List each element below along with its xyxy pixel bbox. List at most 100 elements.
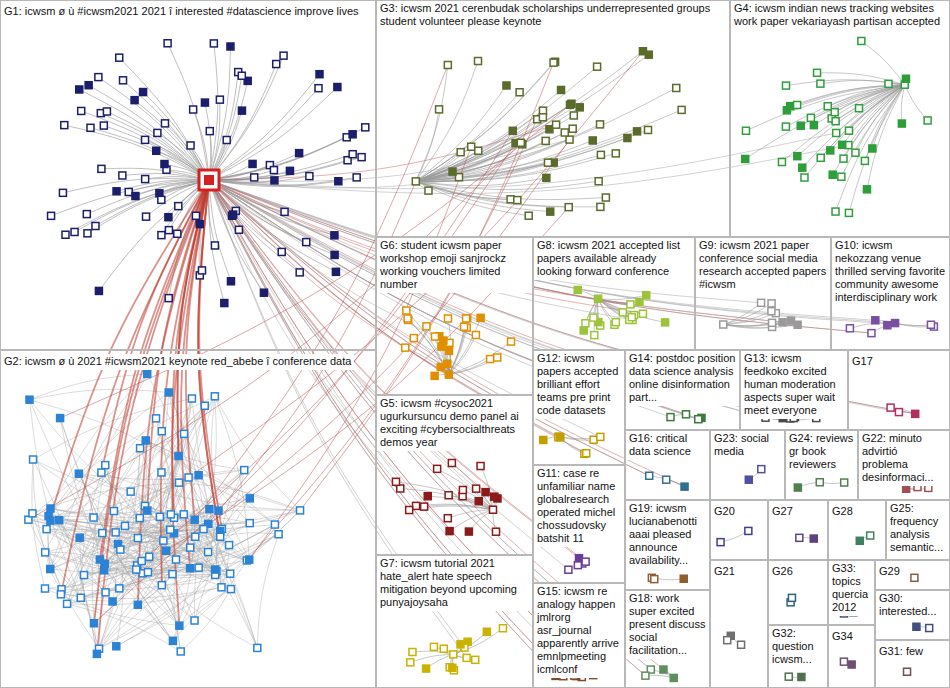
vertex — [158, 582, 165, 589]
network-edge — [905, 85, 928, 121]
group-box: G25: frequency analysis semantic... — [886, 500, 950, 560]
vertex — [158, 469, 165, 476]
network-edge — [49, 516, 106, 592]
vertex — [153, 415, 160, 422]
network-edge — [60, 105, 570, 418]
group-box: G19: icwsm lucianabenotti aaai pleased a… — [625, 500, 710, 590]
vertex — [463, 654, 470, 661]
vertex — [188, 395, 195, 402]
vertex — [858, 37, 865, 44]
vertex — [580, 327, 587, 334]
group-box: G15: icwsm re analogy happen jmlrorg asr… — [533, 583, 625, 688]
vertex — [187, 544, 194, 551]
network-edge — [136, 537, 220, 570]
vertex — [246, 556, 253, 563]
vertex — [119, 172, 126, 179]
network-edge — [209, 180, 586, 562]
vertex — [200, 526, 207, 533]
vertex — [482, 489, 489, 496]
vertex — [769, 319, 776, 326]
vertex — [103, 108, 110, 115]
vertex — [113, 643, 120, 650]
vertex — [30, 456, 37, 463]
network-edge — [209, 180, 783, 418]
group-title: G3: icwsm 2021 cerenbudak scholarships u… — [377, 1, 729, 30]
vertex — [174, 230, 181, 237]
vertex — [544, 159, 551, 166]
vertex — [158, 232, 165, 239]
vertex — [158, 428, 165, 435]
vertex — [446, 347, 453, 354]
network-edge — [215, 510, 300, 574]
vertex — [95, 287, 102, 294]
vertex — [223, 136, 230, 143]
vertex — [758, 466, 765, 473]
network-edge — [94, 131, 513, 623]
vertex — [143, 213, 150, 220]
network-edge — [61, 529, 204, 594]
vertex — [783, 107, 790, 114]
vertex — [543, 174, 550, 181]
vertex — [142, 176, 149, 183]
network-edge — [209, 145, 848, 193]
vertex — [867, 532, 874, 539]
vertex — [227, 570, 234, 577]
network-edge — [50, 509, 147, 514]
vertex — [423, 665, 430, 672]
vertex — [492, 528, 499, 535]
vertex — [185, 474, 192, 481]
vertex — [444, 515, 451, 522]
vertex — [412, 178, 419, 185]
vertex — [127, 488, 134, 495]
group-box: G4: icwsm indian news tracking websites … — [730, 0, 950, 237]
vertex — [71, 228, 78, 235]
network-edge — [137, 531, 220, 565]
vertex — [646, 472, 653, 479]
vertex — [100, 122, 107, 129]
vertex — [176, 479, 183, 486]
vertex — [116, 54, 123, 61]
network-edge — [209, 133, 836, 189]
network-edge — [107, 111, 209, 180]
network-edge — [149, 557, 194, 621]
network-edge — [67, 587, 221, 604]
vertex — [796, 534, 803, 541]
vertex — [778, 159, 785, 166]
group-box: G20 — [710, 500, 768, 560]
vertex — [76, 86, 83, 93]
vertex — [887, 404, 894, 411]
network-edge — [33, 399, 192, 460]
network-edge — [94, 518, 180, 626]
vertex — [413, 502, 420, 509]
vertex — [782, 123, 789, 130]
network-edge — [205, 103, 211, 180]
vertex — [238, 107, 245, 114]
vertex — [904, 668, 911, 675]
vertex — [251, 174, 258, 181]
vertex — [468, 143, 475, 150]
vertex — [624, 135, 631, 142]
vertex — [473, 485, 480, 492]
network-edge — [416, 181, 529, 215]
vertex — [409, 649, 416, 656]
network-edge — [861, 41, 904, 85]
network-edge — [32, 513, 99, 648]
vertex — [195, 472, 202, 479]
network-edge — [32, 483, 179, 514]
vertex — [165, 227, 172, 234]
vertex — [525, 212, 532, 219]
vertex — [169, 637, 176, 644]
network-edge — [209, 64, 276, 180]
vertex — [206, 506, 213, 513]
network-edge — [300, 63, 553, 511]
vertex — [297, 507, 304, 514]
vertex — [77, 594, 84, 601]
vertex — [872, 317, 879, 324]
vertex — [424, 493, 431, 500]
vertex — [403, 307, 410, 314]
vertex — [742, 155, 749, 162]
vertex — [425, 187, 432, 194]
vertex — [832, 208, 839, 215]
vertex — [241, 467, 248, 474]
vertex — [446, 528, 453, 535]
